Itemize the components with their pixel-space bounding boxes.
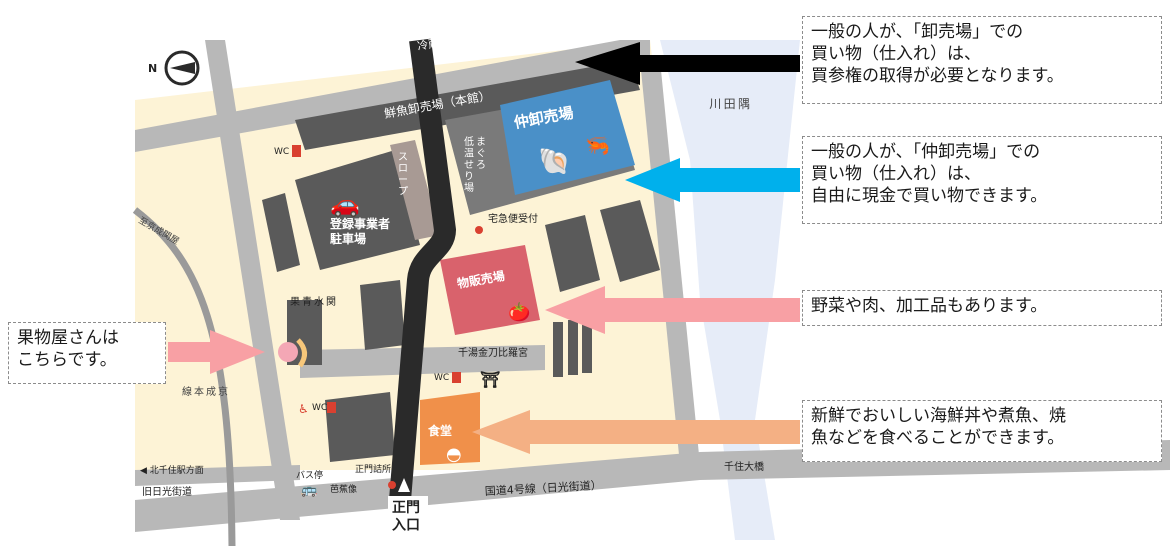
label-keisei: 京成本線 xyxy=(182,385,228,398)
label-gate-bg xyxy=(388,496,428,536)
warehouse-f xyxy=(568,320,578,375)
road-right-vertical xyxy=(640,60,700,465)
wc-marker-2 xyxy=(452,372,461,383)
compass-needle-icon xyxy=(170,62,195,74)
label-wc-2: WC xyxy=(434,373,449,383)
note-fruit: 果物屋さんは こちらです。 xyxy=(8,322,166,384)
label-slope: スロープ xyxy=(398,152,408,198)
warehouse-h xyxy=(325,392,395,462)
label-river: 隅田川 xyxy=(709,97,750,111)
note-shokudo: 新鮮でおいしい海鮮丼や煮魚、焼 魚などを食べることができます。 xyxy=(802,400,1162,462)
guard-dot xyxy=(388,481,396,489)
note-bussan: 野菜や肉、加工品もあります。 xyxy=(802,290,1162,326)
fruit-icon xyxy=(278,342,298,362)
road-bottom xyxy=(135,465,300,486)
label-gate: 正門入口 xyxy=(392,500,420,534)
main-hall-building xyxy=(295,60,640,150)
vegetable-icon: 🍅 xyxy=(508,301,530,323)
compass-label: N xyxy=(148,62,157,75)
wc-marker-3 xyxy=(327,402,336,413)
arrow-blue xyxy=(625,158,800,202)
shrine-torii-icon: ⛩ xyxy=(480,370,500,389)
takkyubin-dot xyxy=(475,226,483,234)
keisei-line xyxy=(132,207,236,546)
label-bus: バス停 xyxy=(296,469,323,481)
label-shrine: 千湯金刀比羅宮 xyxy=(458,346,528,359)
note-nakaoroshi: 一般の人が、「仲卸売場」での 買い物（仕入れ）は、 自由に現金で買い物できます。 xyxy=(802,136,1162,224)
warehouse-g xyxy=(582,318,592,373)
label-kitasenju: ◀ 北千住駅方面 xyxy=(140,464,204,476)
arrow-black xyxy=(575,42,800,85)
label-basho: 芭蕉像 xyxy=(330,483,357,495)
label-old-road: 旧日光街道 xyxy=(142,485,192,498)
label-parking: 登録事業者駐車場 xyxy=(329,216,390,246)
sumida-river xyxy=(660,40,800,540)
arrow-pink-left xyxy=(168,330,265,374)
label-wc-1: WC xyxy=(274,147,289,157)
warehouse-a xyxy=(262,193,300,272)
label-route4: 国道4号線（日光街道） xyxy=(484,478,602,498)
label-shokudo: 食堂 xyxy=(427,423,452,438)
label-guard: 正門詰所 xyxy=(355,463,391,475)
road-route4 xyxy=(135,440,1170,532)
label-sekisui: 関水青果 xyxy=(290,295,336,308)
warehouse-d xyxy=(360,280,405,350)
shokudo-building xyxy=(420,392,480,465)
shell-icon: 🐚 xyxy=(538,147,570,177)
label-street-top: 冷蔵庫棟 xyxy=(416,32,462,53)
warehouse-e xyxy=(553,322,563,377)
gate-arrow-icon xyxy=(398,478,410,492)
parking-building xyxy=(295,150,420,270)
label-takkyubin: 宅急便受付 xyxy=(488,212,538,225)
arrow-orange xyxy=(472,410,800,454)
note-oroshi: 一般の人が、「卸売場」での 買い物（仕入れ）は、 買参権の取得が必要となります。 xyxy=(802,16,1162,104)
wheelchair-icon: ♿ xyxy=(298,402,309,416)
warehouse-b xyxy=(545,215,600,292)
label-bridge: 千住大橋 xyxy=(724,460,764,473)
warehouse-c xyxy=(600,200,660,282)
label-tuna: まぐろ低温せり場 xyxy=(464,135,486,194)
wc-marker-1 xyxy=(292,145,301,157)
car-icon: 🚗 xyxy=(330,190,360,218)
nakaoroshi-building xyxy=(500,80,635,195)
arrow-pink xyxy=(545,286,800,334)
access-road xyxy=(389,38,457,501)
road-top-diagonal xyxy=(135,40,650,152)
road-inner xyxy=(300,345,545,378)
bowl-icon: ◓ xyxy=(446,444,462,465)
road-left-vertical xyxy=(205,40,300,520)
bus-icon: 🚌 xyxy=(301,483,317,498)
label-wc-3: WC xyxy=(312,403,327,413)
shrimp-icon: 🦐 xyxy=(585,133,610,157)
slope xyxy=(390,140,440,240)
banana-icon xyxy=(296,338,307,368)
bussan-building xyxy=(440,245,540,335)
